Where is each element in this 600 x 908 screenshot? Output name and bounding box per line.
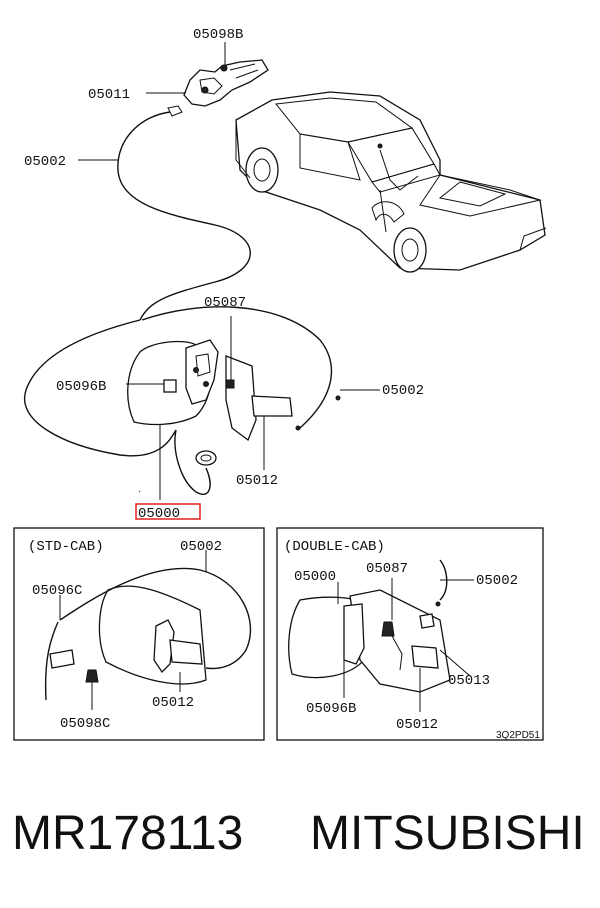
- parts-diagram: · 05098B 05011 05002 05087 050: [13, 27, 547, 741]
- label-diagram-code: 3Q2PD51: [496, 730, 540, 741]
- std-cab-panel: [13, 527, 265, 741]
- label-dbl-05002: 05002: [476, 573, 518, 589]
- brand-name: MITSUBISHI: [310, 807, 585, 860]
- cable-05002-top: [117, 111, 251, 321]
- label-05002-right: 05002: [382, 383, 424, 399]
- label-dbl-05013: 05013: [448, 673, 490, 689]
- label-std-05098C: 05098C: [60, 716, 110, 732]
- part-number: MR178113: [12, 807, 244, 860]
- label-05011: 05011: [88, 87, 130, 103]
- pickup-truck-illustration: [235, 91, 547, 273]
- label-05098B: 05098B: [193, 27, 243, 43]
- label-dbl-cab-title: (DOUBLE-CAB): [284, 539, 385, 555]
- label-std-05012: 05012: [152, 695, 194, 711]
- release-lever-assembly: [146, 42, 269, 107]
- label-05012-main: 05012: [236, 473, 278, 489]
- label-std-cab-title: (STD-CAB): [28, 539, 104, 555]
- double-cab-assembly: [288, 559, 474, 712]
- std-cab-assembly: [44, 550, 252, 710]
- svg-text:·: ·: [138, 486, 141, 497]
- label-std-05096C: 05096C: [32, 583, 82, 599]
- double-cab-panel: [276, 527, 544, 741]
- label-dbl-05000: 05000: [294, 569, 336, 585]
- label-05087-main: 05087: [204, 295, 246, 311]
- label-dbl-05087: 05087: [366, 561, 408, 577]
- fuel-lid-assembly-main: [23, 306, 380, 500]
- label-05002-top: 05002: [24, 154, 66, 170]
- label-dbl-05012: 05012: [396, 717, 438, 733]
- footer: MR178113 MITSUBISHI: [0, 790, 600, 890]
- label-dbl-05096B: 05096B: [306, 701, 356, 717]
- label-std-05002: 05002: [180, 539, 222, 555]
- label-05096B-main: 05096B: [56, 379, 106, 395]
- highlight-05000: [135, 503, 201, 520]
- label-05000-main: 05000: [138, 506, 180, 522]
